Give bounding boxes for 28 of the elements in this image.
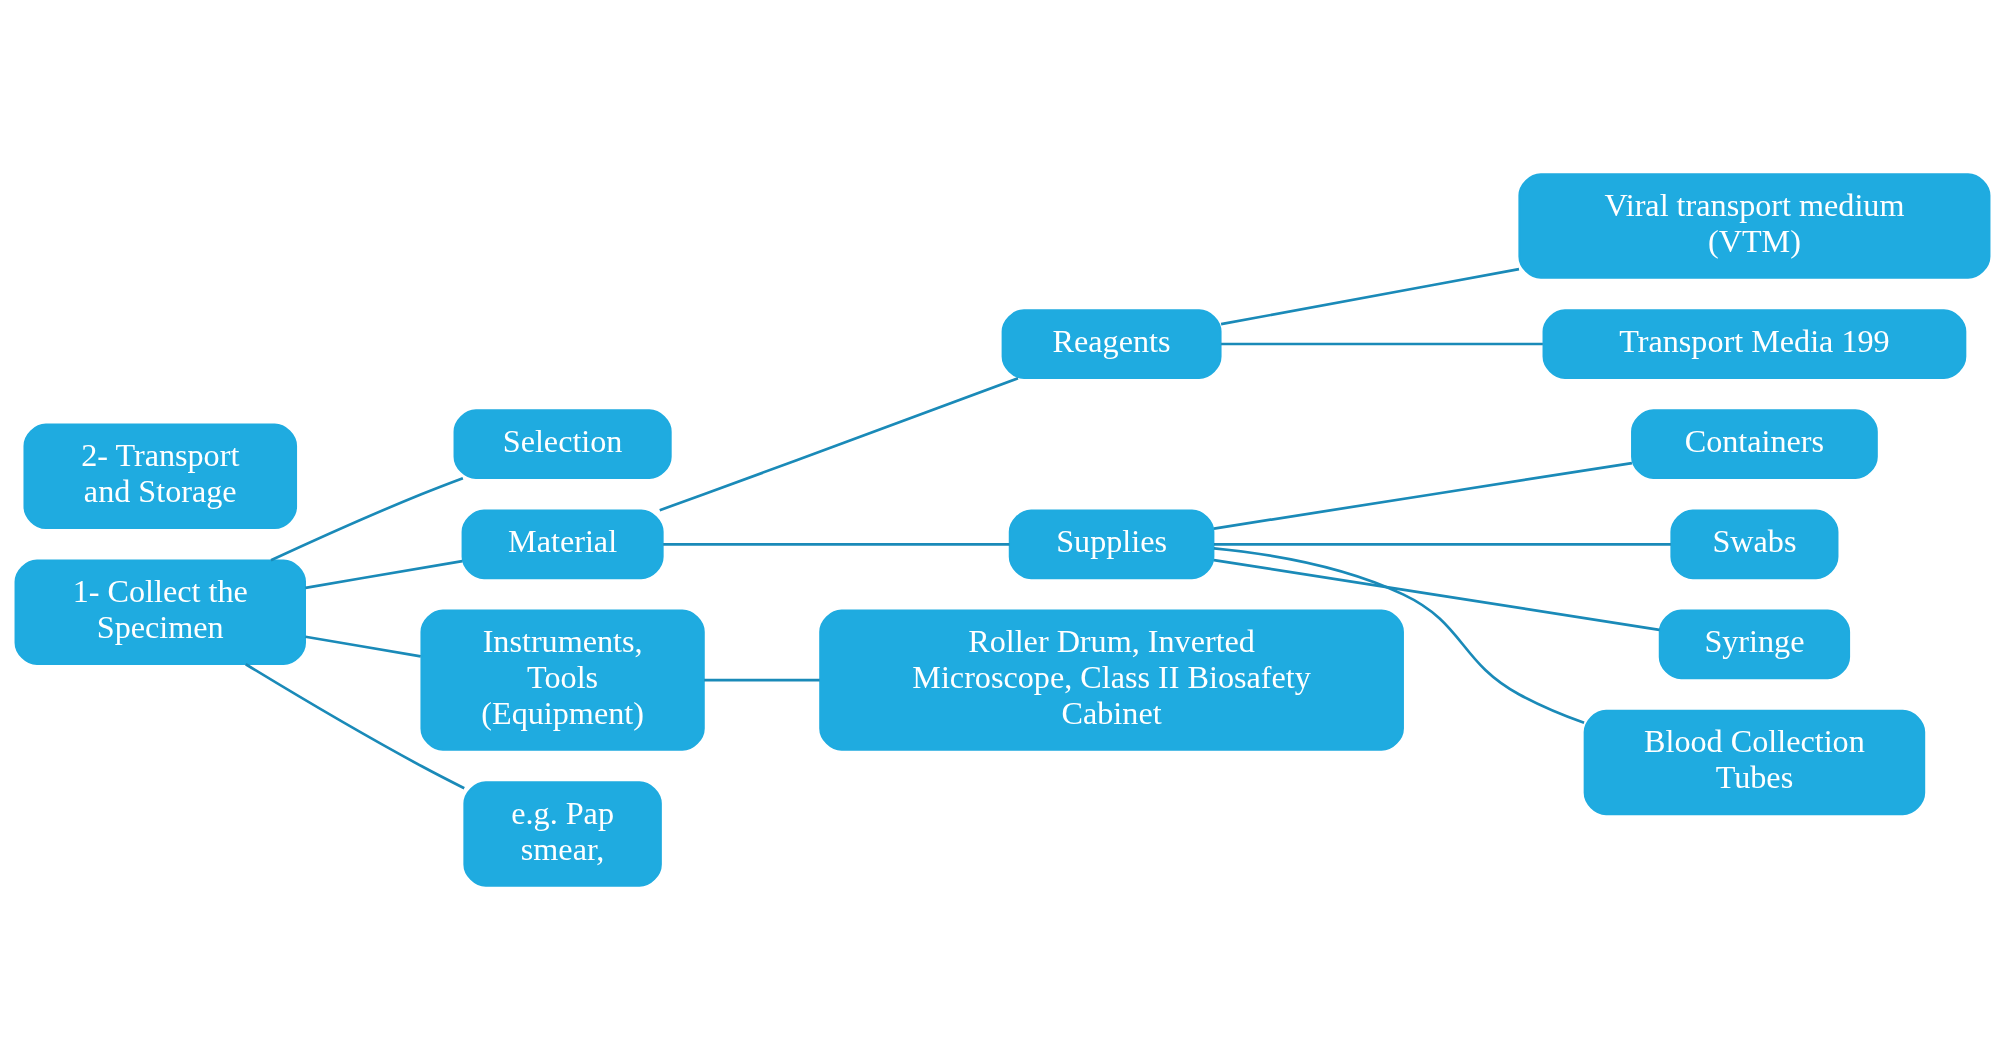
node-box: Containers [1631, 408, 1878, 479]
node-box: Instruments, Tools (Equipment) [420, 609, 705, 751]
node-box: Syringe [1658, 609, 1851, 679]
connector [704, 678, 820, 682]
connector [270, 476, 464, 561]
node-box: Blood Collection Tubes [1583, 709, 1926, 815]
connector [305, 559, 463, 589]
node-box: Roller Drum, Inverted Microscope, Class II Biosafety Cabinet [819, 609, 1404, 751]
node-box: e.g. Pap smear, [463, 780, 662, 887]
node-box: Transport Media 199 [1542, 308, 1967, 379]
connector [663, 542, 1010, 546]
node-box: Supplies [1008, 508, 1215, 579]
node-box: Material [461, 508, 664, 579]
node-box: Viral transport medium (VTM) [1518, 172, 1991, 279]
connector [305, 634, 421, 658]
connector [1220, 267, 1520, 325]
connector [1213, 542, 1671, 546]
connector [245, 662, 465, 789]
connector [1213, 461, 1633, 530]
connector [659, 376, 1019, 511]
connector [1213, 546, 1585, 724]
connector [1221, 342, 1543, 345]
node-box: 1- Collect the Specimen [14, 559, 306, 665]
node-box: Swabs [1670, 508, 1839, 579]
node-box: 2- Transport and Storage [23, 423, 298, 529]
node-box: Reagents [1001, 308, 1222, 379]
node-box: Selection [453, 408, 672, 479]
connector [1213, 558, 1660, 631]
